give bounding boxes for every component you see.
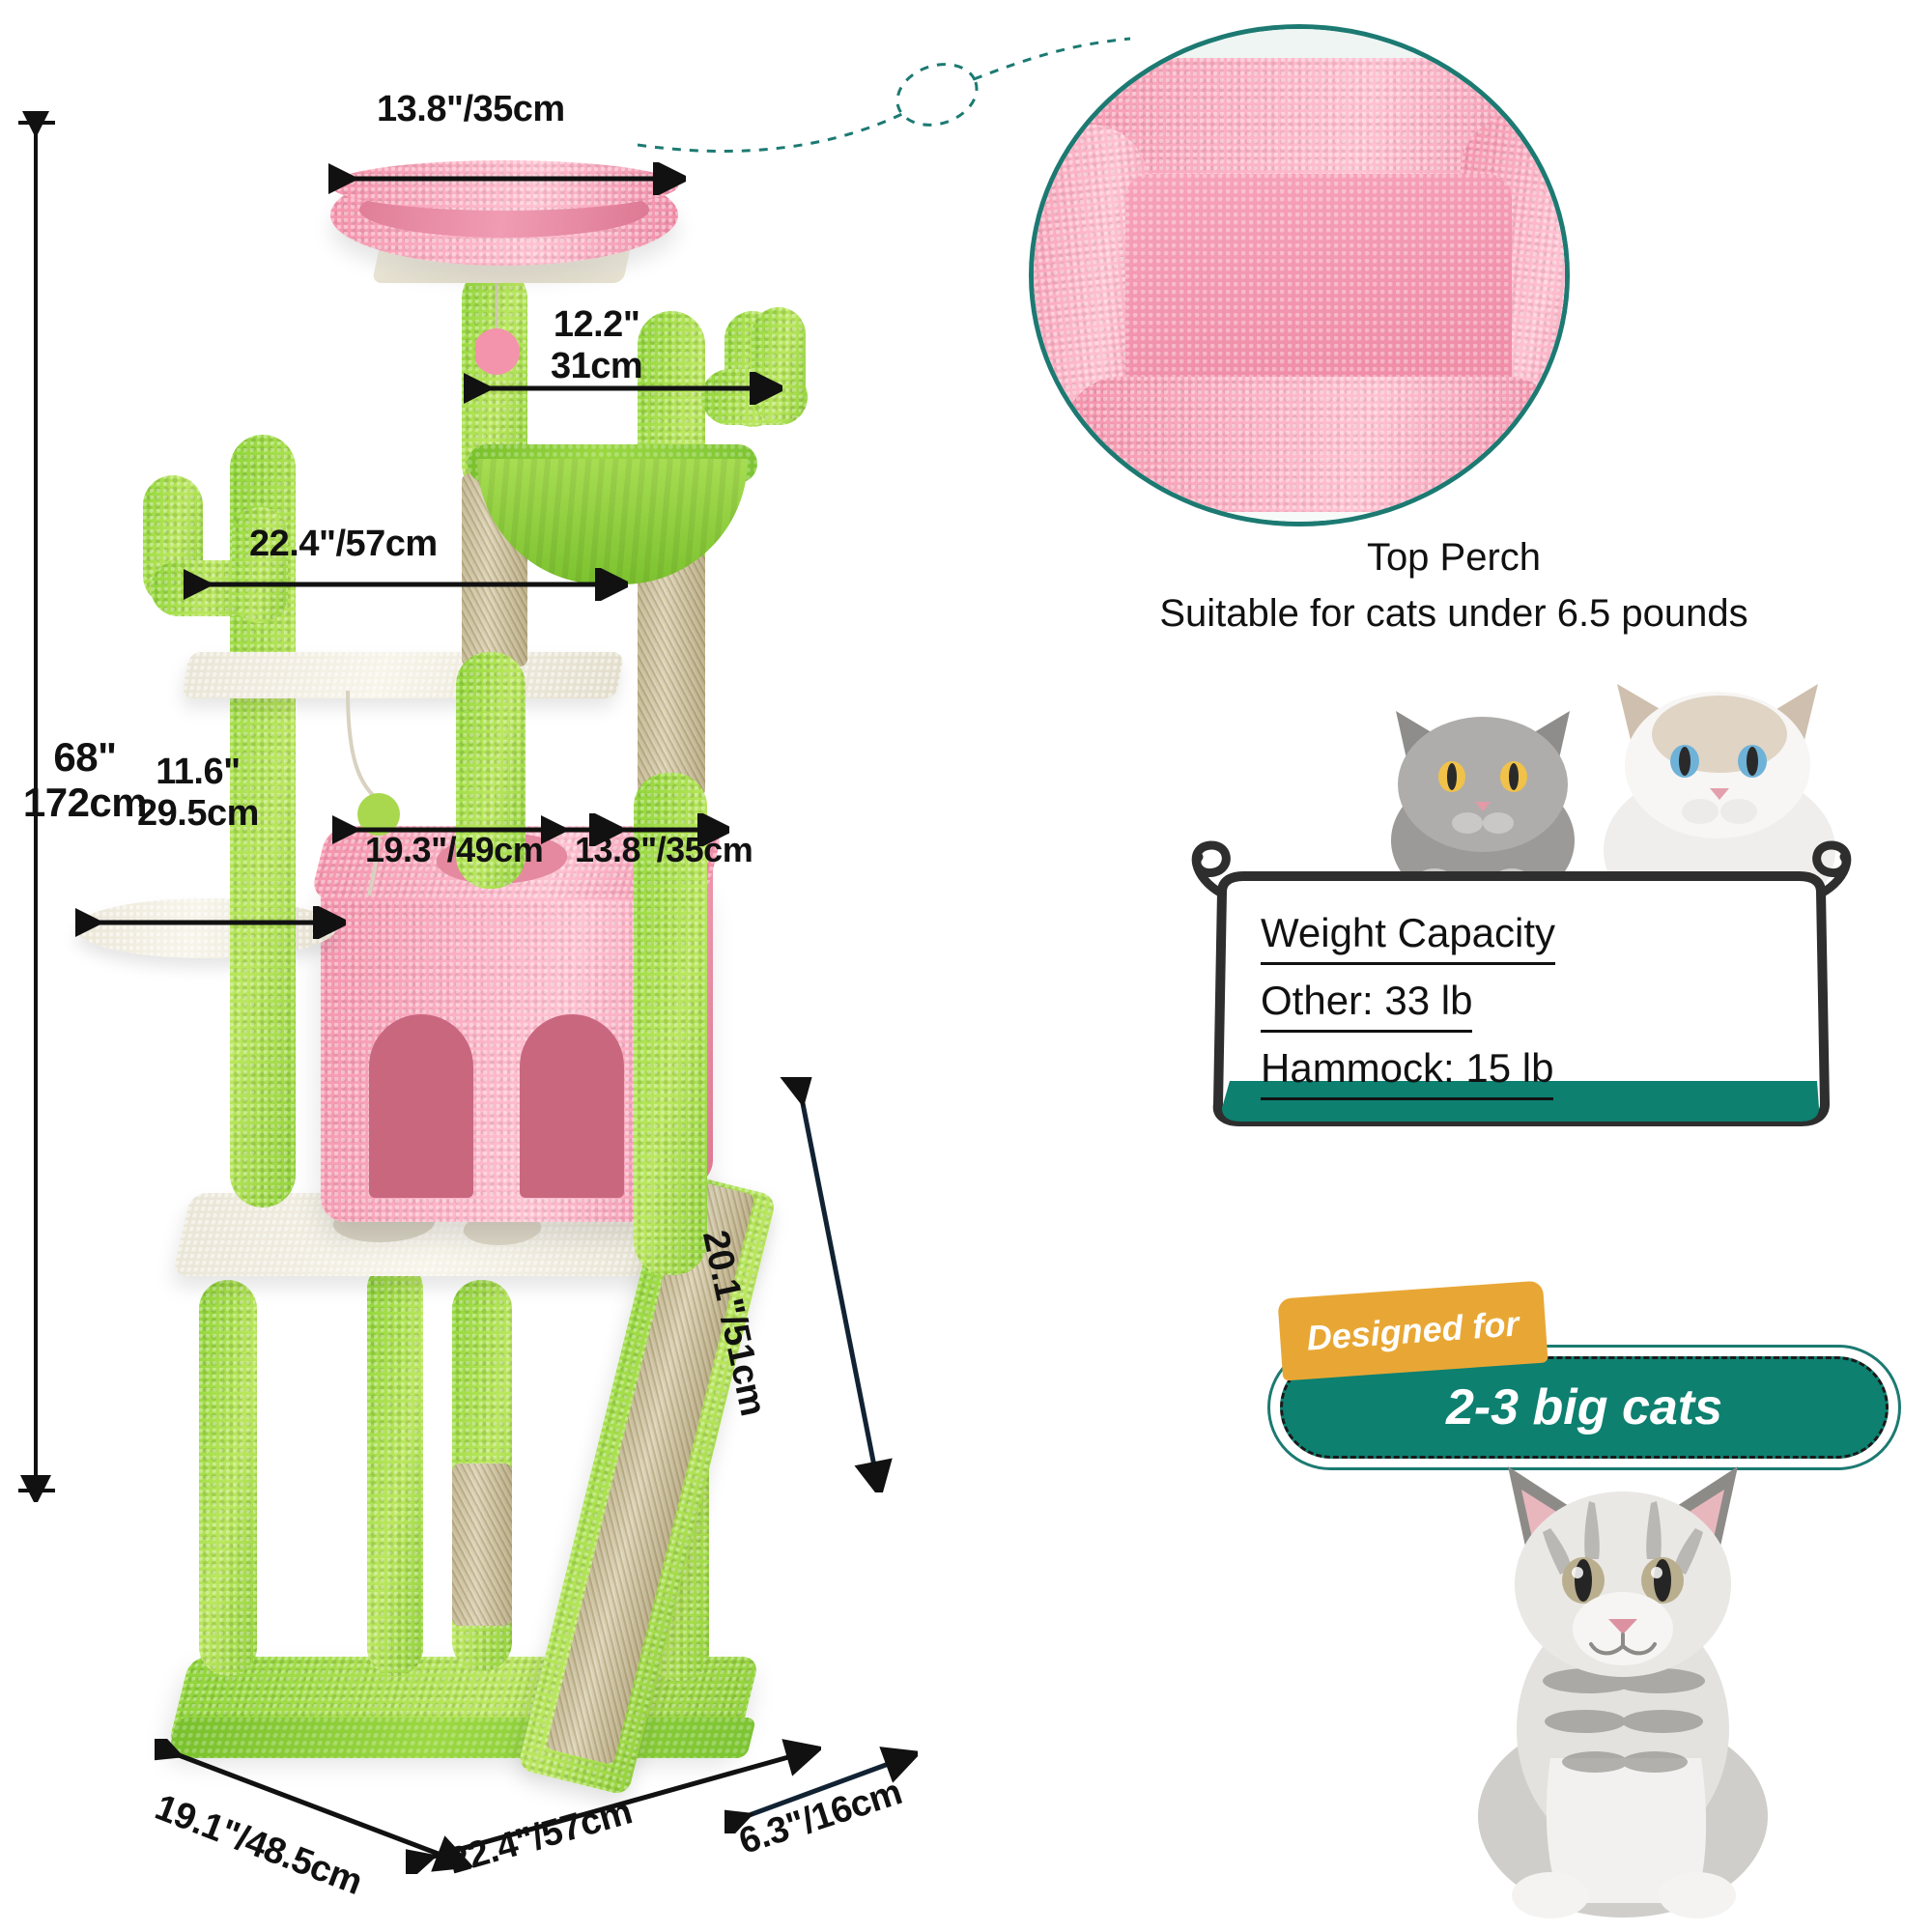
- ramp-length-arrow: [777, 1077, 893, 1492]
- sign-row-hammock: Hammock: 15 lb: [1261, 1048, 1554, 1100]
- sign-heading: Weight Capacity: [1261, 913, 1556, 965]
- dim-condo-width: 19.3"/49cm: [365, 830, 544, 869]
- sign-text-block: Weight Capacity Other: 33 lb Hammock: 15…: [1261, 913, 1556, 1116]
- sign-wrought-iron-frame: [1191, 840, 1852, 1126]
- post-front-left-lower: [199, 1280, 257, 1676]
- weight-capacity-sign: Weight Capacity Other: 33 lb Hammock: 15…: [1191, 840, 1852, 1126]
- condo-depth-arrow: [541, 813, 729, 846]
- perch-subtitle: Suitable for cats under 6.5 pounds: [1159, 592, 1748, 635]
- overall-height-arrow: [18, 111, 55, 1502]
- scratch-sleeve-right: [638, 551, 705, 797]
- dim-round-platform: 11.6" 29.5cm: [137, 752, 259, 834]
- ramp-width-arrow: [724, 1747, 918, 1833]
- perch-title: Top Perch: [1366, 536, 1542, 579]
- top-perch-closeup: [1029, 24, 1570, 526]
- cactus-arm-right: [232, 507, 288, 623]
- post-right-lower-green: [634, 773, 707, 1275]
- perch-caption: Top Perch Suitable for cats under 6.5 po…: [976, 529, 1932, 641]
- dim-hammock-width: 12.2" 31cm: [551, 304, 643, 386]
- cactus-arm-right-tip: [752, 307, 806, 423]
- dim-top-perch-width: 13.8"/35cm: [377, 89, 565, 129]
- product-illustration: 13.8"/35cm 12.2" 31cm 22.4"/57cm 11.6" 2…: [18, 58, 956, 1903]
- dangling-toy: [346, 691, 400, 896]
- scratch-sleeve-center-lower: [452, 1463, 512, 1626]
- large-platform-arrow: [184, 568, 628, 601]
- designed-for-badge: Designed for 2-3 big cats: [1246, 1280, 1922, 1478]
- post-center-mid: [456, 652, 526, 889]
- condo-entry-right: [520, 1014, 624, 1198]
- round-platform-arrow: [75, 906, 346, 939]
- perch-closeup-front-wall: [1063, 377, 1565, 512]
- post-back-left-lower: [367, 1261, 423, 1676]
- top-perch-width-arrow: [328, 162, 686, 195]
- condo-entry-left: [369, 1014, 473, 1198]
- cat-tabby-sitting: [1478, 1466, 1768, 1918]
- dim-overall-height: 68" 172cm: [22, 734, 148, 826]
- hammock-width-arrow: [464, 372, 782, 405]
- dim-condo-depth: 13.8"/35cm: [575, 830, 753, 869]
- dim-large-platform: 22.4"/57cm: [249, 524, 438, 564]
- sign-row-other: Other: 33 lb: [1261, 980, 1473, 1033]
